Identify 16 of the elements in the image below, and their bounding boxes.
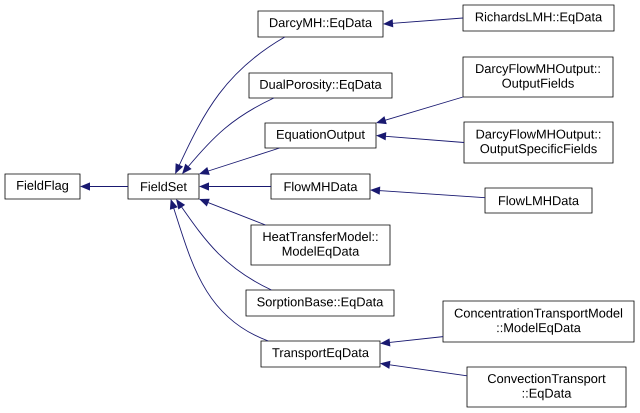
class-box: HeatTransferModel:: ModelEqData <box>250 224 390 266</box>
class-box: ConvectionTransport ::EqData <box>466 366 626 408</box>
class-box: FlowMHData <box>270 174 370 200</box>
class-box: DarcyFlowMHOutput:: OutputSpecificFields <box>464 122 614 164</box>
class-box: TransportEqData <box>260 340 380 368</box>
class-box: EquationOutput <box>264 122 376 148</box>
class-box: DarcyMH::EqData <box>258 10 384 38</box>
class-box: FieldSet <box>128 174 200 200</box>
class-box: FieldFlag <box>4 174 80 200</box>
class-box: DarcyFlowMHOutput:: OutputFields <box>462 56 614 98</box>
class-box: SorptionBase::EqData <box>246 290 394 316</box>
class-box: FlowLMHData <box>484 188 592 214</box>
class-box: RichardsLMH::EqData <box>462 4 614 32</box>
class-box: DualPorosity::EqData <box>248 72 392 98</box>
inheritance-arrow <box>182 98 274 174</box>
class-box: ConcentrationTransportModel ::ModelEqData <box>442 300 634 342</box>
